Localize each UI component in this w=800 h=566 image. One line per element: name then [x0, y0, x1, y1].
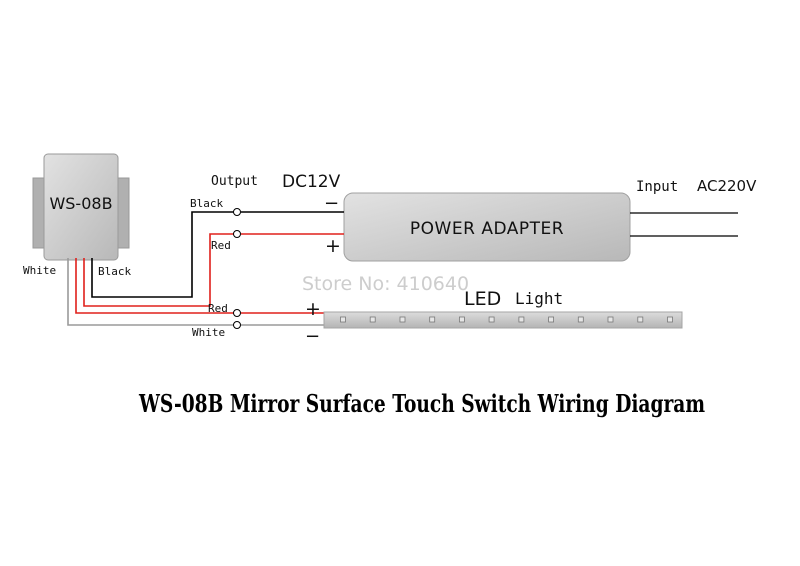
wire-label-red-bottom: Red [208, 302, 228, 315]
led-chip [518, 316, 525, 323]
terminal-red-top [233, 230, 241, 238]
led-minus-sign: − [305, 326, 320, 347]
led-label-suffix: Light [515, 289, 563, 308]
output-voltage: DC12V [282, 172, 341, 192]
led-chip [429, 316, 436, 323]
power-adapter: POWER ADAPTER [343, 192, 631, 262]
led-strip [323, 311, 683, 329]
wire-label-red-top: Red [211, 239, 231, 252]
input-prefix: Input [636, 179, 678, 195]
wire-label-white-left: White [23, 264, 56, 277]
led-chip [458, 316, 465, 323]
wire-red-bottom-2 [83, 233, 237, 307]
wire-white [67, 258, 237, 326]
adapter-minus-sign: − [324, 193, 339, 214]
led-chip [667, 316, 673, 323]
terminal-red-bottom [233, 309, 241, 317]
terminal-white [233, 321, 241, 329]
led-chip [607, 316, 614, 323]
adapter-label: POWER ADAPTER [410, 219, 564, 239]
led-chip [488, 316, 495, 323]
watermark: Store No: 410640 [302, 273, 469, 295]
led-chip [340, 316, 346, 323]
wire-label-white-bottom: White [192, 326, 225, 339]
led-label-prefix: LED [464, 288, 501, 310]
led-chip [548, 316, 554, 323]
led-chip [369, 316, 376, 323]
switch-label: WS-08B [49, 194, 112, 213]
terminal-black [233, 208, 241, 216]
input-voltage: AC220V [697, 177, 757, 195]
led-chips [340, 316, 673, 323]
switch-module: WS-08B [32, 153, 130, 261]
led-chip [637, 316, 644, 323]
led-plus-sign: + [305, 298, 321, 320]
led-chip [577, 316, 584, 323]
diagram-caption: WS-08B Mirror Surface Touch Switch Wirin… [138, 389, 705, 418]
adapter-plus-sign: + [325, 235, 341, 257]
led-chip [399, 316, 406, 323]
output-prefix: Output [211, 174, 258, 189]
wire-red-bottom [75, 258, 237, 314]
wire-label-black-left: Black [98, 265, 131, 278]
wire-black [91, 211, 237, 298]
wire-label-black-top: Black [190, 197, 223, 210]
